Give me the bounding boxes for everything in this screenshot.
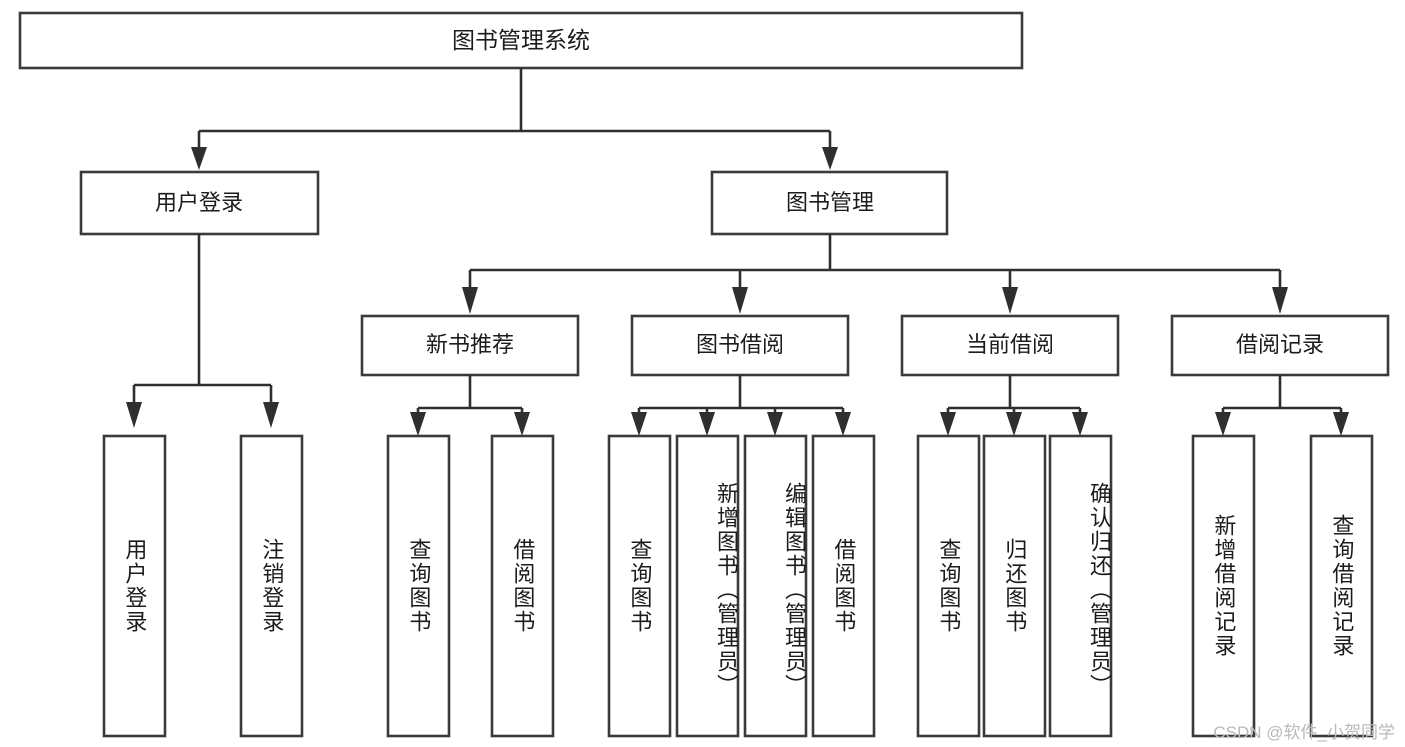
node-new-book-recommend-box[interactable] bbox=[360, 314, 580, 377]
arrowhead-book-borrow bbox=[732, 287, 748, 314]
leaf-box-return-book[interactable] bbox=[982, 434, 1047, 738]
arrowhead-book-manage bbox=[822, 147, 838, 170]
arrowhead-bb-leaf-1 bbox=[631, 412, 647, 436]
arrowhead-br-leaf-2 bbox=[1333, 412, 1349, 436]
leaf-box-borrow-book-1[interactable] bbox=[490, 434, 555, 738]
leaf-box-query-book-2[interactable] bbox=[607, 434, 672, 738]
node-book-manage-box[interactable] bbox=[710, 170, 949, 236]
node-current-borrow-label: 当前借阅 bbox=[966, 332, 1054, 357]
leaf-box-query-book-1[interactable] bbox=[386, 434, 451, 738]
arrowhead-leaf-logout bbox=[263, 402, 279, 428]
node-book-manage-label: 图书管理 bbox=[786, 190, 874, 215]
arrowhead-br-leaf-1 bbox=[1215, 412, 1231, 436]
node-root-label: 图书管理系统 bbox=[452, 27, 590, 53]
leaf-box-logout[interactable] bbox=[239, 434, 304, 738]
arrowhead-nb-leaf-1 bbox=[410, 412, 426, 436]
arrowhead-bb-leaf-3 bbox=[767, 412, 783, 436]
arrowhead-cb-leaf-2 bbox=[1006, 412, 1022, 436]
leaf-box-query-record[interactable] bbox=[1309, 434, 1374, 738]
node-user-login-label: 用户登录 bbox=[155, 190, 243, 215]
arrowhead-bb-leaf-2 bbox=[699, 412, 715, 436]
node-root-box[interactable] bbox=[18, 11, 1024, 70]
node-current-borrow-box[interactable] bbox=[900, 314, 1120, 377]
arrowhead-bb-leaf-4 bbox=[835, 412, 851, 436]
node-book-borrow-label: 图书借阅 bbox=[696, 332, 784, 357]
arrowhead-borrow-record bbox=[1272, 287, 1288, 314]
arrowhead-cb-leaf-3 bbox=[1072, 412, 1088, 436]
leaf-box-add-book[interactable] bbox=[675, 434, 740, 738]
arrowhead-new-book bbox=[462, 287, 478, 314]
arrowhead-current-borrow bbox=[1002, 287, 1018, 314]
arrowhead-nb-leaf-2 bbox=[514, 412, 530, 436]
leaf-box-confirm-return[interactable] bbox=[1048, 434, 1113, 738]
node-new-book-recommend-label: 新书推荐 bbox=[426, 332, 514, 357]
csdn-watermark: CSDN @软件_小贺同学 bbox=[1213, 723, 1395, 742]
leaf-box-edit-book[interactable] bbox=[743, 434, 808, 738]
node-borrow-record-box[interactable] bbox=[1170, 314, 1390, 377]
node-borrow-record-label: 借阅记录 bbox=[1236, 332, 1324, 357]
leaf-box-borrow-book-2[interactable] bbox=[811, 434, 876, 738]
arrowhead-leaf-user-login bbox=[126, 402, 142, 428]
arrowhead-cb-leaf-1 bbox=[940, 412, 956, 436]
leaf-box-user-login[interactable] bbox=[102, 434, 167, 738]
leaf-box-add-record[interactable] bbox=[1191, 434, 1256, 738]
node-book-borrow-box[interactable] bbox=[630, 314, 850, 377]
leaf-box-query-book-3[interactable] bbox=[916, 434, 981, 738]
arrowhead-user-login bbox=[191, 147, 207, 170]
